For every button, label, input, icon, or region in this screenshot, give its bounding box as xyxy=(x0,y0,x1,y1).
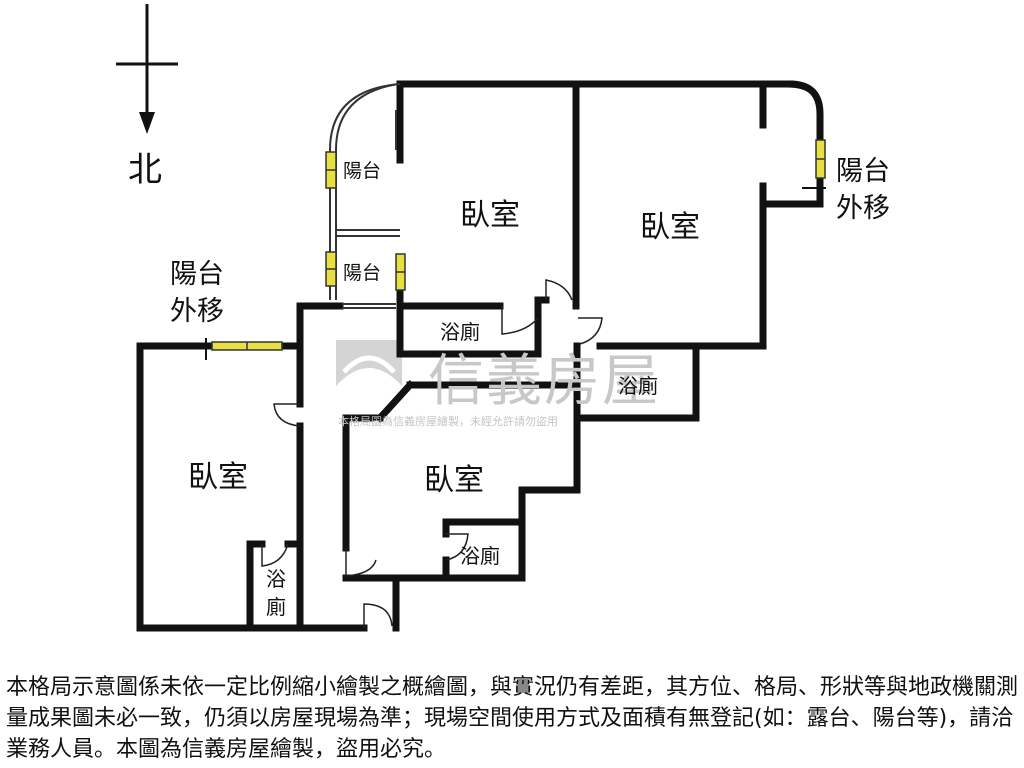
balcony-outward-label-right-line1: 陽台 xyxy=(836,156,890,187)
doors xyxy=(261,279,603,628)
annotation-marks xyxy=(205,187,826,360)
room-label-balcony-lower: 陽台 xyxy=(343,262,382,284)
watermark-notice: 本格局圖為信義房屋繪製，未經允許請勿盜用 xyxy=(338,415,558,428)
room-label-bath-right: 浴廁 xyxy=(618,374,658,398)
room-label-bath-left-line1: 浴 xyxy=(266,567,286,591)
room-label-bedroom-top-right: 臥室 xyxy=(640,210,700,245)
north-arrow-icon xyxy=(116,4,178,134)
balcony-railings xyxy=(329,83,401,309)
watermark-brand: 信義房屋 xyxy=(428,349,660,414)
disclaimer-text: 本格局示意圖係未依一定比例縮小繪製之概繪圖，與實況仍有差距，其方位、格局、形狀等… xyxy=(6,675,1019,762)
balcony-outward-label-left-line2: 外移 xyxy=(170,296,224,327)
room-label-bedroom-top-middle: 臥室 xyxy=(460,198,520,233)
room-label-balcony-upper: 陽台 xyxy=(343,160,382,182)
walls xyxy=(136,80,824,632)
north-label: 北 xyxy=(128,150,162,190)
watermark-logo-icon xyxy=(336,340,402,402)
windows xyxy=(211,139,826,351)
balcony-outward-label-right-line2: 外移 xyxy=(836,193,890,224)
balcony-outward-label-left-line1: 陽台 xyxy=(170,259,224,290)
room-label-bath-left-line2: 廁 xyxy=(266,595,286,619)
room-label-bath-center: 浴廁 xyxy=(460,544,500,568)
room-label-bath-top: 浴廁 xyxy=(440,320,480,344)
floor-plan xyxy=(116,4,826,632)
room-label-bedroom-center: 臥室 xyxy=(424,463,484,498)
room-label-bedroom-left: 臥室 xyxy=(188,460,248,495)
